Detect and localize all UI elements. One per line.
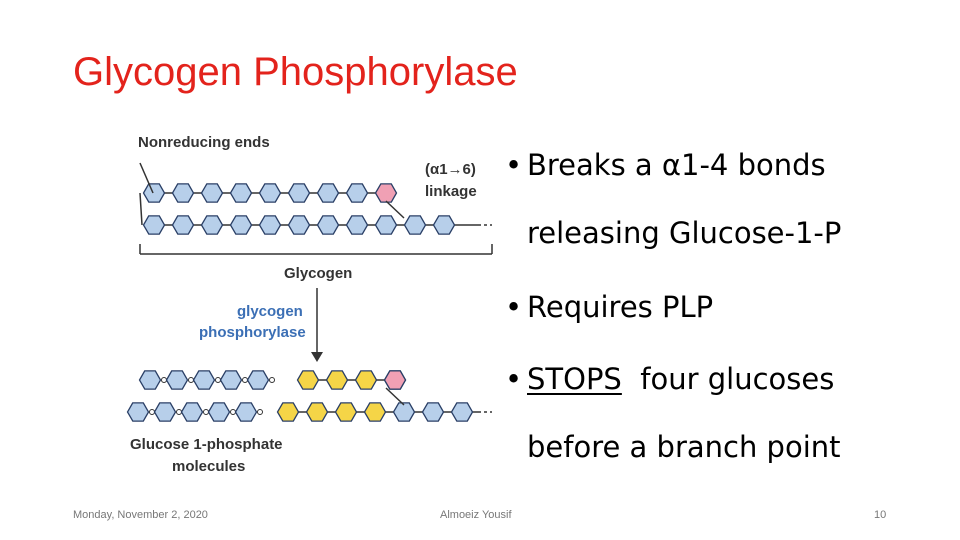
glycogen-phosphorylase-diagram: Nonreducing ends (α1→6) linkage Glycogen…	[120, 118, 500, 490]
slide-title: Glycogen Phosphorylase	[73, 50, 518, 95]
label-product-1: Glucose 1-phosphate	[130, 436, 283, 453]
label-nonreducing-ends: Nonreducing ends	[138, 134, 270, 151]
glucose-1-phosphate-hexagon	[194, 371, 215, 389]
bullet-2-line-1: •Requires PLP	[505, 290, 713, 324]
remaining-glucose-hexagon	[298, 371, 319, 389]
remaining-glucose-hexagon	[336, 403, 357, 421]
glucose-1-phosphate-hexagon	[128, 403, 149, 421]
glucose-hexagon	[202, 216, 223, 234]
bullet-2-text: Requires PLP	[527, 290, 713, 324]
glucose-hexagon	[347, 184, 368, 202]
glucose-hexagon	[376, 216, 397, 234]
branch-link	[386, 388, 404, 405]
bullet-3-text: four glucoses	[622, 362, 835, 396]
glucose-hexagon	[434, 216, 455, 234]
glucose-1-phosphate-hexagon	[140, 371, 161, 389]
phosphate-dot	[150, 410, 155, 415]
glucose-hexagon	[173, 184, 194, 202]
bullet-3-underlined: STOPS	[527, 362, 622, 396]
glucose-hexagon	[144, 216, 165, 234]
label-enzyme-2: phosphorylase	[199, 324, 306, 341]
glucose-hexagon	[231, 184, 252, 202]
remaining-glucose-hexagon	[365, 403, 386, 421]
glucose-hexagon	[231, 216, 252, 234]
bullet-3-line-2: before a branch point	[527, 430, 841, 464]
glucose-1-phosphate-hexagon	[236, 403, 257, 421]
remaining-glucose-hexagon	[307, 403, 328, 421]
glucose-1-phosphate-hexagon	[182, 403, 203, 421]
chain-connector	[140, 193, 142, 225]
bullet-marker: •	[505, 148, 527, 182]
glucose-hexagon	[202, 184, 223, 202]
label-enzyme-1: glycogen	[237, 303, 303, 320]
bullet-marker: •	[505, 290, 527, 324]
remaining-glucose-hexagon	[327, 371, 348, 389]
remaining-glucose-hexagon	[452, 403, 473, 421]
reaction-arrow-head	[311, 352, 323, 362]
remaining-glucose-hexagon	[423, 403, 444, 421]
glucose-hexagon	[318, 184, 339, 202]
glucose-hexagon	[260, 184, 281, 202]
glucose-1-phosphate-hexagon	[155, 403, 176, 421]
glucose-hexagon	[289, 184, 310, 202]
label-linkage-1: (α1→6)	[425, 161, 476, 178]
branch-glucose-hexagon	[385, 371, 406, 389]
glucose-hexagon	[289, 216, 310, 234]
footer-page-number: 10	[874, 509, 886, 521]
glucose-1-phosphate-hexagon	[248, 371, 269, 389]
bullet-1-text: Breaks a α1-4 bonds	[527, 148, 826, 182]
footer-date: Monday, November 2, 2020	[73, 509, 208, 521]
remaining-glucose-hexagon	[356, 371, 377, 389]
footer-author: Almoeiz Yousif	[440, 509, 512, 521]
glucose-hexagon	[173, 216, 194, 234]
glucose-hexagon	[318, 216, 339, 234]
remaining-glucose-hexagon	[278, 403, 299, 421]
bullet-1-text-2: releasing Glucose-1-P	[527, 216, 841, 250]
bullet-1-line-1: •Breaks a α1-4 bonds	[505, 148, 826, 182]
glucose-1-phosphate-hexagon	[167, 371, 188, 389]
label-glycogen: Glycogen	[284, 265, 352, 282]
remaining-glucose-hexagon	[394, 403, 415, 421]
glucose-hexagon	[144, 184, 165, 202]
phosphate-dot	[270, 378, 275, 383]
glucose-hexagon	[347, 216, 368, 234]
glucose-hexagon	[405, 216, 426, 234]
phosphate-dot	[258, 410, 263, 415]
label-linkage-2: linkage	[425, 183, 477, 200]
label-product-2: molecules	[172, 458, 245, 475]
bullet-3-line-1: •STOPS four glucoses	[505, 362, 834, 396]
bullet-marker: •	[505, 362, 527, 396]
glucose-1-phosphate-hexagon	[209, 403, 230, 421]
phosphate-dot	[162, 378, 167, 383]
glucose-hexagon	[376, 184, 397, 202]
bullet-1-line-2: releasing Glucose-1-P	[527, 216, 841, 250]
glucose-hexagon	[260, 216, 281, 234]
glucose-1-phosphate-hexagon	[221, 371, 242, 389]
bullet-3-text-2: before a branch point	[527, 430, 841, 464]
